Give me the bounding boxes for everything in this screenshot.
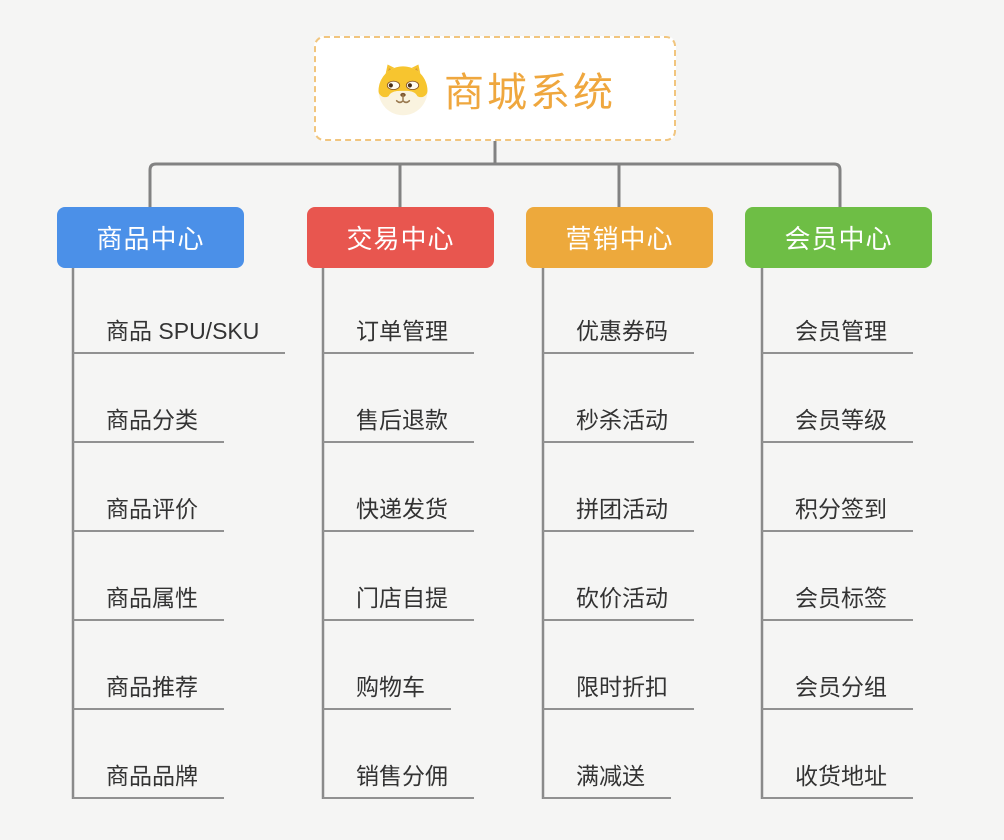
leaf-node[interactable]: 商品属性 [73,583,224,621]
leaf-node[interactable]: 会员分组 [762,672,913,710]
leaf-node[interactable]: 会员管理 [762,316,913,354]
root-node[interactable]: 商城系统 [314,36,676,141]
leaf-node[interactable]: 砍价活动 [543,583,694,621]
leaf-node[interactable]: 订单管理 [323,316,474,354]
leaf-node[interactable]: 快递发货 [323,494,474,532]
branch-header-member-center[interactable]: 会员中心 [745,207,932,268]
leaf-node[interactable]: 限时折扣 [543,672,694,710]
branch-header-marketing-center[interactable]: 营销中心 [526,207,713,268]
root-title: 商城系统 [444,70,616,115]
branch-header-trade-center[interactable]: 交易中心 [307,207,494,268]
leaf-node[interactable]: 商品评价 [73,494,224,532]
leaf-node[interactable]: 拼团活动 [543,494,694,532]
leaf-node[interactable]: 商品推荐 [73,672,224,710]
leaf-node[interactable]: 秒杀活动 [543,405,694,443]
leaf-node[interactable]: 售后退款 [323,405,474,443]
leaf-node[interactable]: 购物车 [323,672,451,710]
leaf-node[interactable]: 商品分类 [73,405,224,443]
leaf-node[interactable]: 会员标签 [762,583,913,621]
leaf-node[interactable]: 满减送 [543,761,671,799]
leaf-node[interactable]: 积分签到 [762,494,913,532]
leaf-node[interactable]: 会员等级 [762,405,913,443]
branch-header-product-center[interactable]: 商品中心 [57,207,244,268]
leaf-node[interactable]: 收货地址 [762,761,913,799]
dog-face-icon [378,64,428,115]
leaf-node[interactable]: 销售分佣 [323,761,474,799]
leaf-node[interactable]: 商品 SPU/SKU [73,316,286,354]
leaf-node[interactable]: 门店自提 [323,583,474,621]
leaf-node[interactable]: 优惠券码 [543,316,694,354]
leaf-node[interactable]: 商品品牌 [73,761,224,799]
